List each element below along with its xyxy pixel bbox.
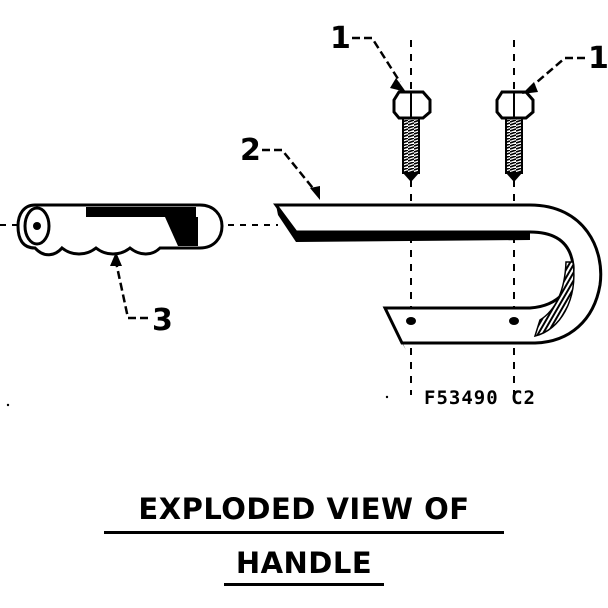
- hand-grip-icon: [16, 203, 224, 257]
- speck: [6, 403, 10, 407]
- leader-arrow: [110, 252, 122, 266]
- title-underline: [224, 583, 384, 586]
- leader-line-1-right: [529, 56, 585, 89]
- bolt-icon: [495, 90, 535, 182]
- part-code: F53490 C2: [424, 387, 536, 409]
- callout-1-right: 1: [588, 41, 608, 76]
- leader-arrow: [390, 78, 406, 92]
- callout-2: 2: [240, 133, 261, 168]
- title-underline: [104, 531, 504, 534]
- handle-bracket-icon: [273, 203, 603, 350]
- diagram-title-line1: EXPLODED VIEW OF: [138, 492, 470, 526]
- leader-line-3: [114, 261, 148, 320]
- diagram-title-line2: HANDLE: [235, 546, 373, 580]
- leader-arrow: [522, 82, 538, 94]
- speck: [385, 395, 389, 399]
- callout-3: 3: [152, 303, 173, 338]
- leader-line-1-left: [352, 36, 402, 83]
- leader-line-2: [262, 148, 317, 193]
- leader-arrow: [310, 186, 320, 200]
- bolt-icon: [392, 90, 432, 182]
- callout-1-left: 1: [330, 21, 351, 56]
